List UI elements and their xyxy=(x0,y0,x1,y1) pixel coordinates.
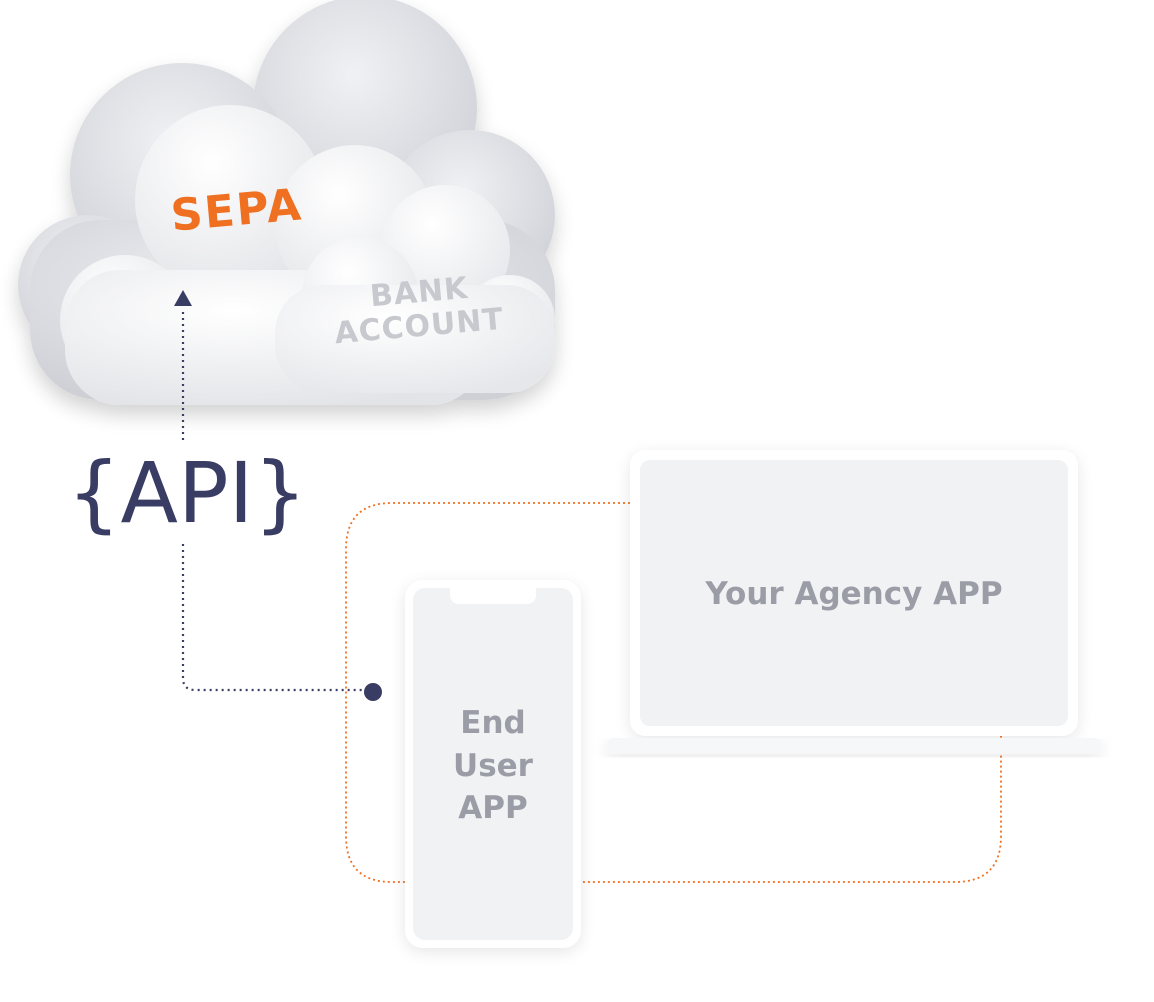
laptop-label: Your Agency APP xyxy=(704,576,1002,612)
phone-screen xyxy=(413,588,573,940)
api-dotted-link-lower xyxy=(181,544,362,692)
laptop-base xyxy=(607,738,1101,754)
sepa-label: SEPA xyxy=(169,179,305,241)
phone-device: End User APP xyxy=(405,580,581,948)
phone-notch xyxy=(450,588,536,604)
bank-label-line1: BANK xyxy=(369,271,471,315)
cloud-small xyxy=(275,185,555,393)
phone-label-line2: User xyxy=(453,748,534,784)
orange-dotted-link xyxy=(345,502,1002,883)
arrow-up-icon xyxy=(174,290,192,306)
laptop-device: Your Agency APP xyxy=(607,450,1101,754)
laptop-screen xyxy=(640,460,1068,726)
cloud-group: SEPA BANK ACCOUNT xyxy=(18,0,555,405)
phone-label-line1: End xyxy=(460,705,525,741)
phone-label-line3: APP xyxy=(458,790,527,826)
connector-dot xyxy=(364,683,382,701)
api-label: {API} xyxy=(67,444,307,542)
